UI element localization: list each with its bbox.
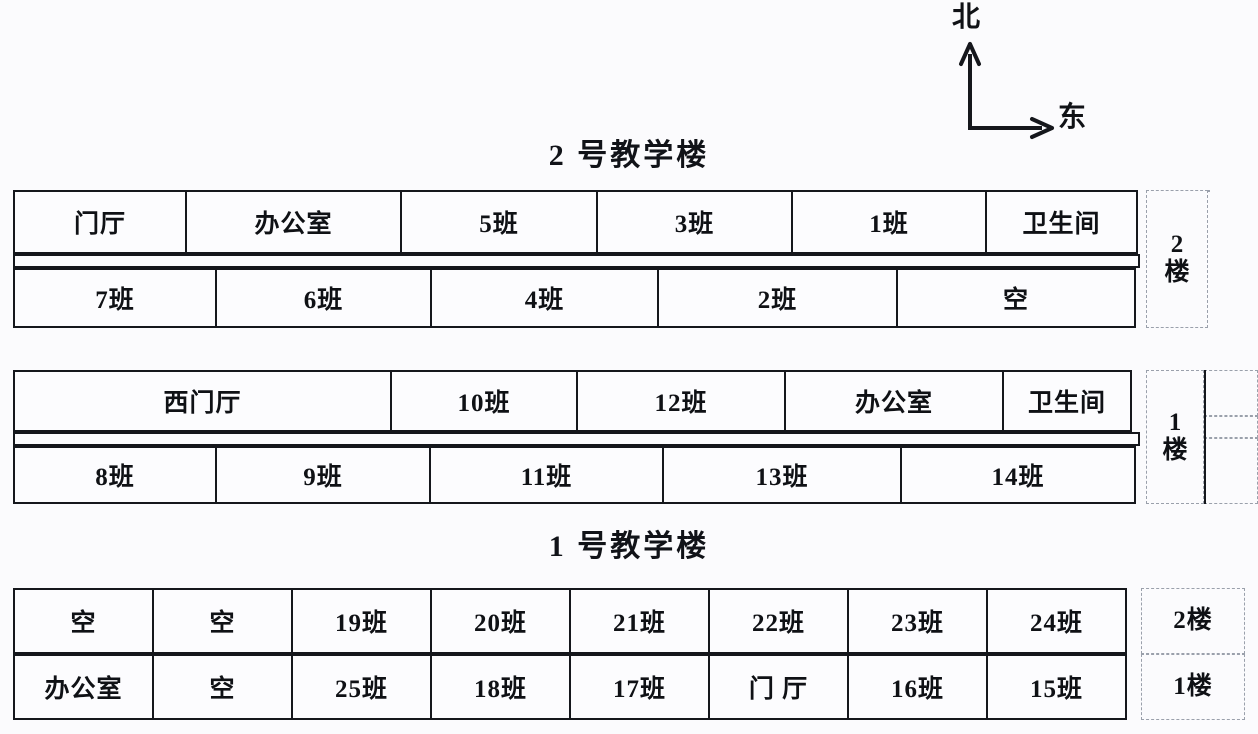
room-cell[interactable]: 8班 xyxy=(13,446,217,504)
room-cell[interactable]: 空 xyxy=(152,654,293,720)
room-cell[interactable]: 20班 xyxy=(430,588,571,654)
compass-north-label: 北 xyxy=(952,2,981,33)
b2-floor1-north-row: 西门厅 10班 12班 办公室 卫生间 xyxy=(13,370,1140,432)
room-cell[interactable]: 19班 xyxy=(291,588,432,654)
b2-floor1-dash-cell-a xyxy=(1204,370,1258,416)
room-cell[interactable]: 17班 xyxy=(569,654,710,720)
b2-floor2-south-row: 7班 6班 4班 2班 空 xyxy=(13,268,1140,328)
room-cell[interactable]: 办公室 xyxy=(13,654,154,720)
room-cell[interactable]: 空 xyxy=(896,268,1136,328)
room-cell[interactable]: 4班 xyxy=(430,268,659,328)
room-cell[interactable]: 12班 xyxy=(576,370,786,432)
building-1-title: 1 号教学楼 xyxy=(548,530,710,563)
b1-floor1-row: 办公室 空 25班 18班 17班 门 厅 16班 15班 xyxy=(13,654,1141,720)
room-cell[interactable]: 办公室 xyxy=(784,370,1004,432)
floor-tag-unit: 楼 xyxy=(1162,437,1188,464)
compass-east-label: 东 xyxy=(1058,102,1087,133)
b2-floor2-corridor xyxy=(13,254,1140,268)
b2-floor1-dash-cell-b xyxy=(1204,416,1258,438)
room-cell[interactable]: 门 厅 xyxy=(708,654,849,720)
b1-floor1-tag: 1楼 xyxy=(1141,654,1245,720)
room-cell[interactable]: 22班 xyxy=(708,588,849,654)
floor-tag-number: 2 xyxy=(1170,231,1184,258)
floor-tag-number: 1 xyxy=(1168,409,1182,436)
room-cell[interactable]: 1班 xyxy=(791,190,987,254)
b2-floor2-north-row: 门厅 办公室 5班 3班 1班 卫生间 xyxy=(13,190,1140,254)
compass-arrows-icon xyxy=(959,42,1054,139)
room-cell[interactable]: 办公室 xyxy=(185,190,402,254)
b2-floor1-south-row: 8班 9班 11班 13班 14班 xyxy=(13,446,1140,504)
room-cell[interactable]: 空 xyxy=(13,588,154,654)
room-cell[interactable]: 15班 xyxy=(986,654,1127,720)
b1-floor2-tag: 2楼 xyxy=(1141,588,1245,654)
b2-floor1-corridor xyxy=(13,432,1140,446)
room-cell[interactable]: 空 xyxy=(152,588,293,654)
room-cell[interactable]: 西门厅 xyxy=(13,370,392,432)
room-cell[interactable]: 14班 xyxy=(900,446,1136,504)
room-cell[interactable]: 3班 xyxy=(596,190,793,254)
b2-floor1-tag: 1 楼 xyxy=(1146,370,1204,504)
b1-floor2-row: 空 空 19班 20班 21班 22班 23班 24班 xyxy=(13,588,1141,654)
room-cell[interactable]: 23班 xyxy=(847,588,988,654)
room-cell[interactable]: 卫生间 xyxy=(1002,370,1132,432)
floor-tag-unit: 楼 xyxy=(1164,259,1190,286)
b2-floor2-tag: 2 楼 xyxy=(1146,190,1208,328)
room-cell[interactable]: 11班 xyxy=(429,446,664,504)
room-cell[interactable]: 25班 xyxy=(291,654,432,720)
room-cell[interactable]: 6班 xyxy=(215,268,432,328)
room-cell[interactable]: 2班 xyxy=(657,268,898,328)
b2-floor1-divider-rule xyxy=(1204,370,1206,504)
room-cell[interactable]: 10班 xyxy=(390,370,578,432)
b2-spacer xyxy=(1208,190,1210,192)
compass-rose: 北 东 xyxy=(930,0,1150,150)
room-cell[interactable]: 16班 xyxy=(847,654,988,720)
room-cell[interactable]: 7班 xyxy=(13,268,217,328)
room-cell[interactable]: 5班 xyxy=(400,190,598,254)
room-cell[interactable]: 18班 xyxy=(430,654,571,720)
room-cell[interactable]: 24班 xyxy=(986,588,1127,654)
room-cell[interactable]: 卫生间 xyxy=(985,190,1138,254)
room-cell[interactable]: 门厅 xyxy=(13,190,187,254)
building-2-title: 2 号教学楼 xyxy=(548,139,710,172)
room-cell[interactable]: 13班 xyxy=(662,446,902,504)
room-cell[interactable]: 21班 xyxy=(569,588,710,654)
b2-floor1-dash-cell-c xyxy=(1204,438,1258,504)
room-cell[interactable]: 9班 xyxy=(215,446,431,504)
